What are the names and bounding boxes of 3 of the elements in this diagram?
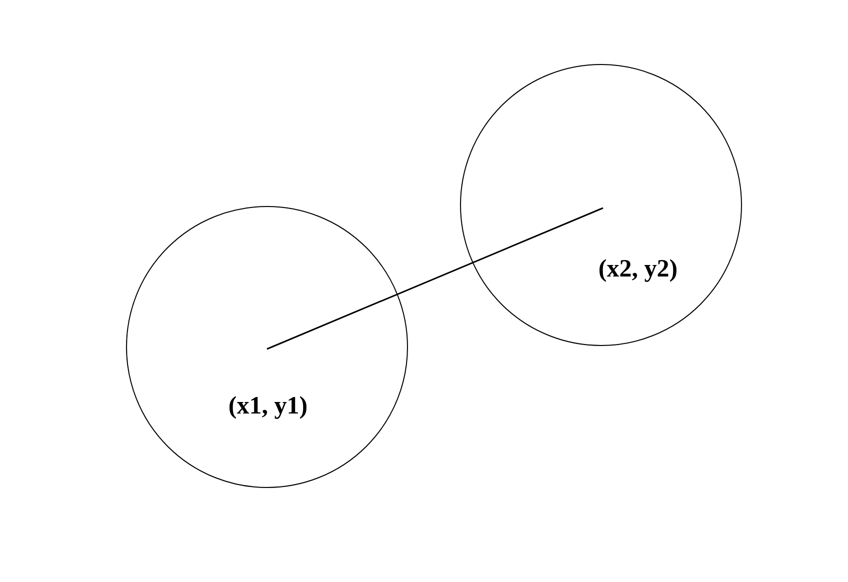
connecting-line xyxy=(266,207,604,350)
coordinate-label: (x1, y1) xyxy=(228,394,308,418)
coordinate-label: (x2, y2) xyxy=(598,256,678,282)
